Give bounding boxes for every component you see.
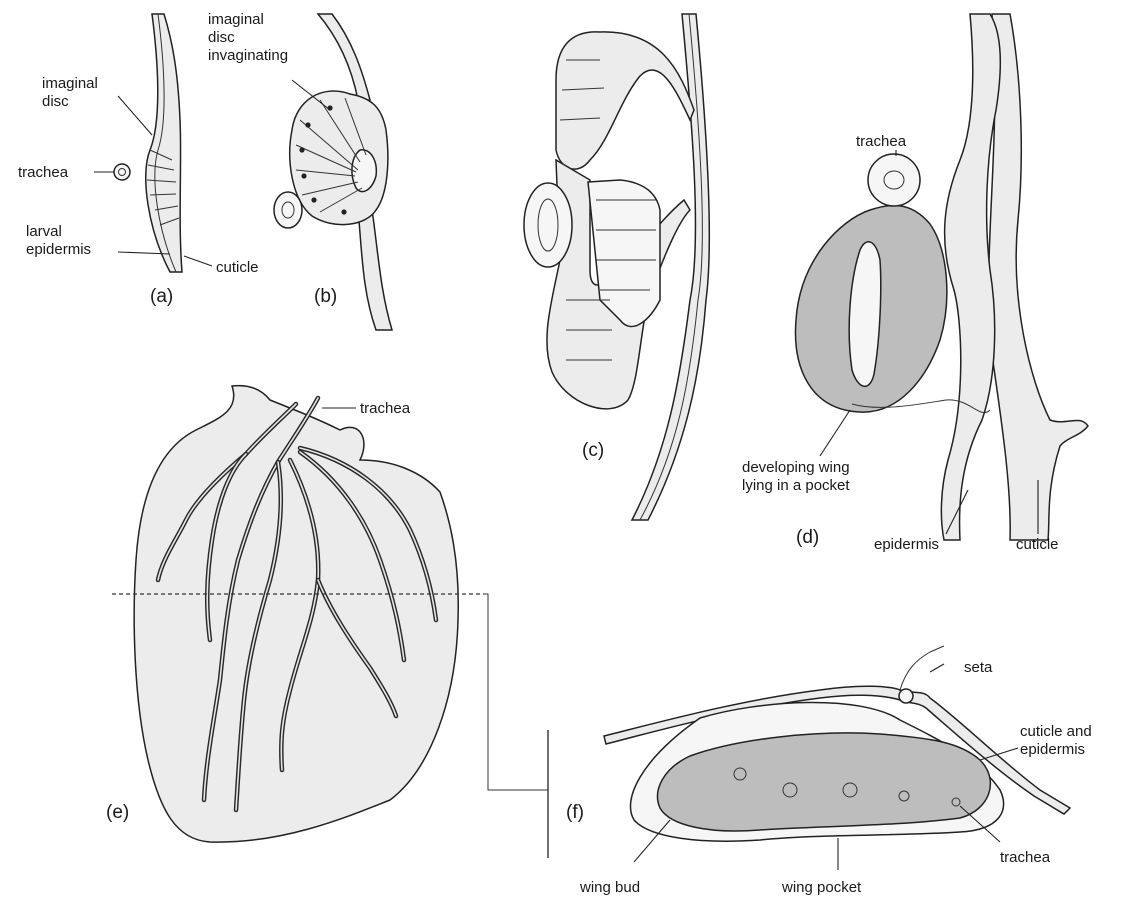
label-seta: seta [964, 659, 993, 676]
label-trachea-f: trachea [1000, 849, 1051, 866]
label-cuticle-a: cuticle [216, 259, 259, 276]
panel-b-trachea [274, 192, 302, 228]
panel-b: imaginal disc invaginating (b) [208, 11, 392, 330]
panel-a-epidermis [146, 14, 182, 272]
label-imaginal-disc-a: imaginal disc [42, 75, 102, 110]
label-wing-pocket: wing pocket [781, 879, 862, 896]
panel-d-trachea [868, 154, 920, 206]
panel-f: seta cuticle and epidermis trachea wing … [566, 646, 1096, 896]
panel-c: (c) [524, 14, 709, 520]
label-larval-epidermis: larval epidermis [26, 223, 91, 258]
label-trachea-d: trachea [856, 133, 907, 150]
label-trachea-a: trachea [18, 164, 69, 181]
label-trachea-e: trachea [360, 400, 411, 417]
panel-d-epidermis [941, 14, 1000, 540]
label-epidermis-d: epidermis [874, 536, 939, 553]
panel-b-invaginating-disc [290, 91, 388, 225]
panel-c-trachea [524, 183, 572, 267]
label-cuticle-and-epidermis: cuticle and epidermis [1020, 723, 1096, 758]
panel-e: trachea (e) [106, 386, 548, 858]
panel-label-b: (b) [314, 286, 337, 307]
panel-label-f: (f) [566, 802, 584, 823]
panel-a-trachea [114, 164, 130, 180]
panel-label-c: (c) [582, 440, 604, 461]
panel-label-e: (e) [106, 802, 129, 823]
label-developing-wing: developing wing lying in a pocket [742, 459, 854, 494]
label-cuticle-d: cuticle [1016, 536, 1059, 553]
label-wing-bud: wing bud [579, 879, 640, 896]
panel-label-d: (d) [796, 527, 819, 548]
panel-label-a: (a) [150, 286, 173, 307]
label-imaginal-disc-invaginating: imaginal disc invaginating [208, 11, 288, 64]
panel-e-wing-bud [134, 386, 458, 843]
panel-d-cuticle [988, 14, 1088, 540]
panel-d: trachea developing wing lying in a pocke… [742, 14, 1088, 553]
